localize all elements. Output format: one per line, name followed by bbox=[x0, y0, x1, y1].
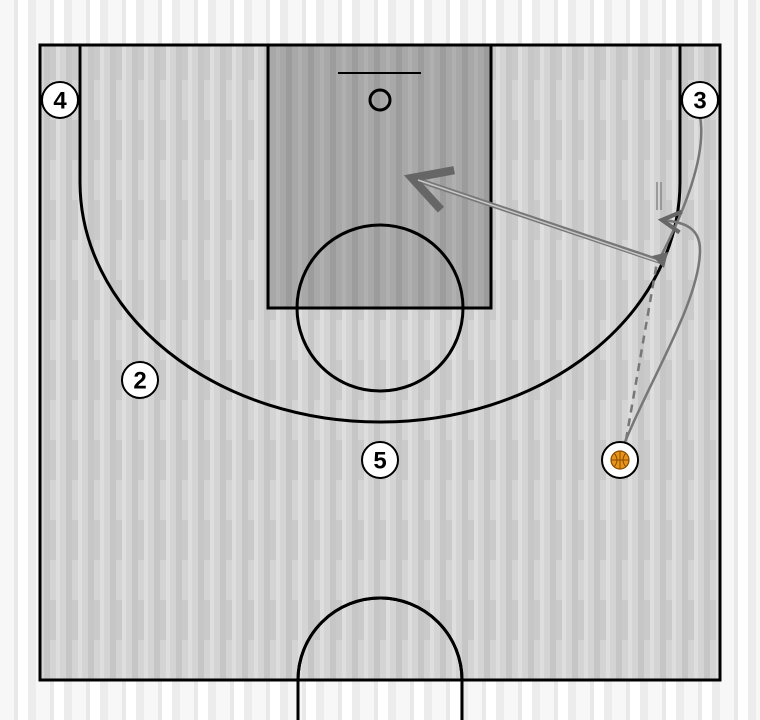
player-1-ball-handler[interactable] bbox=[601, 441, 639, 479]
screen-marker bbox=[652, 252, 668, 268]
basketball-icon bbox=[610, 450, 630, 470]
player-5[interactable]: 5 bbox=[361, 441, 399, 479]
player-3-label: 3 bbox=[693, 88, 706, 115]
pass-path bbox=[624, 261, 659, 441]
free-throw-circle bbox=[295, 223, 465, 393]
player-2-label: 2 bbox=[133, 368, 146, 395]
rim bbox=[368, 88, 392, 112]
player-3[interactable]: 3 bbox=[681, 81, 719, 119]
paint-lane bbox=[266, 43, 493, 310]
player-4[interactable]: 4 bbox=[41, 81, 79, 119]
center-circle-arc bbox=[296, 596, 464, 681]
player-3-cut-path bbox=[658, 115, 703, 259]
player-5-label: 5 bbox=[373, 448, 386, 475]
three-point-line bbox=[78, 45, 682, 424]
player-4-label: 4 bbox=[53, 88, 67, 115]
ball-handler-path bbox=[623, 220, 702, 443]
player-2[interactable]: 2 bbox=[121, 361, 159, 399]
roll-path-inner bbox=[417, 179, 661, 263]
